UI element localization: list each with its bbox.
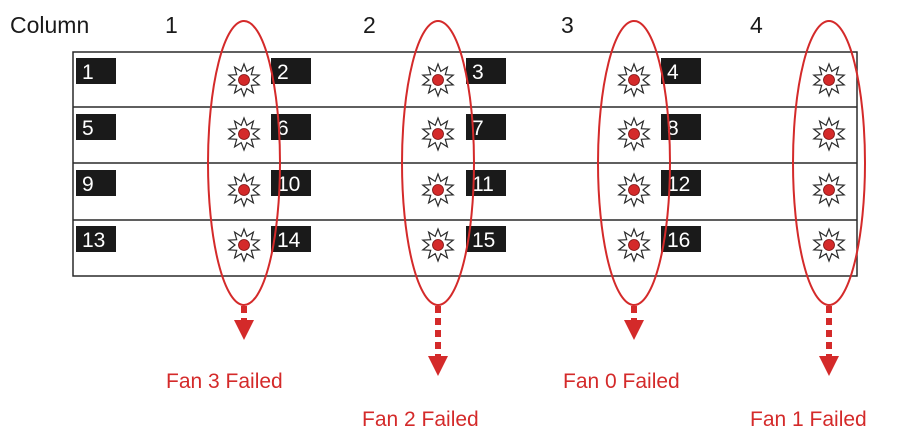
slot-number: 16	[667, 229, 690, 252]
slot-badge	[466, 226, 506, 252]
column-4-label: 4	[750, 12, 763, 38]
led-dot	[432, 74, 444, 86]
slot-number: 5	[82, 117, 94, 140]
slot-number: 11	[472, 173, 494, 196]
slot-grid	[72, 51, 858, 277]
slot-badge	[76, 58, 116, 84]
fan-failed-label: Fan 0 Failed	[563, 370, 680, 393]
slot-badge	[466, 58, 506, 84]
starburst-led-icon	[227, 62, 261, 98]
led-dot	[628, 239, 640, 251]
led-dot	[823, 239, 835, 251]
led-dot	[823, 74, 835, 86]
starburst-led-icon	[812, 62, 846, 98]
starburst-led-icon	[421, 62, 455, 98]
starburst-led-icon	[617, 116, 651, 152]
dashed-down-arrow-icon	[624, 320, 644, 340]
starburst-led-icon	[421, 172, 455, 208]
led-dot	[238, 74, 250, 86]
column-3-label: 3	[561, 12, 574, 38]
led-dot	[823, 128, 835, 140]
starburst-led-icon	[421, 116, 455, 152]
slot-badge	[661, 226, 701, 252]
led-dot	[628, 128, 640, 140]
fan-group-ellipse	[792, 20, 866, 306]
slot-number: 10	[277, 173, 300, 196]
fan-failed-label: Fan 2 Failed	[362, 408, 479, 431]
led-dot	[628, 184, 640, 196]
slot-number: 12	[667, 173, 690, 196]
fan-group-ellipse	[597, 20, 671, 306]
starburst-led-icon	[617, 62, 651, 98]
starburst-led-icon	[812, 116, 846, 152]
slot-badge	[661, 58, 701, 84]
slot-number: 15	[472, 229, 495, 252]
slot-number: 6	[277, 117, 289, 140]
grid-frame	[72, 51, 858, 277]
slot-badge	[76, 114, 116, 140]
starburst-led-icon	[617, 227, 651, 263]
starburst-led-icon	[812, 172, 846, 208]
slot-badge	[76, 170, 116, 196]
led-dot	[432, 239, 444, 251]
slot-badge	[661, 170, 701, 196]
column-2-label: 2	[363, 12, 376, 38]
starburst-led-icon	[227, 227, 261, 263]
fan-failed-label: Fan 1 Failed	[750, 408, 867, 431]
slot-number: 9	[82, 173, 94, 196]
starburst-led-icon	[227, 172, 261, 208]
led-dot	[238, 239, 250, 251]
fan-group-ellipse	[401, 20, 475, 306]
dashed-down-arrow-icon	[819, 356, 839, 376]
slot-number: 2	[277, 61, 289, 84]
led-dot	[432, 128, 444, 140]
slot-badge	[271, 58, 311, 84]
slot-number: 1	[82, 61, 94, 84]
slot-number: 4	[667, 61, 679, 84]
led-dot	[628, 74, 640, 86]
fan-failed-label: Fan 3 Failed	[166, 370, 283, 393]
slot-badge	[271, 170, 311, 196]
slot-badge	[76, 226, 116, 252]
starburst-led-icon	[617, 172, 651, 208]
dashed-down-arrow-icon	[428, 356, 448, 376]
slot-number: 13	[82, 229, 105, 252]
fan-indicators	[227, 62, 846, 263]
column-1-label: 1	[165, 12, 178, 38]
led-dot	[238, 184, 250, 196]
slot-number: 7	[472, 117, 484, 140]
starburst-led-icon	[421, 227, 455, 263]
slot-number: 3	[472, 61, 484, 84]
fan-group-ellipse	[207, 20, 281, 306]
column-header-label: Column	[10, 12, 89, 38]
slot-number: 14	[277, 229, 301, 252]
led-dot	[432, 184, 444, 196]
led-dot	[823, 184, 835, 196]
starburst-led-icon	[812, 227, 846, 263]
starburst-led-icon	[227, 116, 261, 152]
led-dot	[238, 128, 250, 140]
dashed-down-arrow-icon	[234, 320, 254, 340]
slot-number: 8	[667, 117, 679, 140]
slot-badge	[271, 226, 311, 252]
